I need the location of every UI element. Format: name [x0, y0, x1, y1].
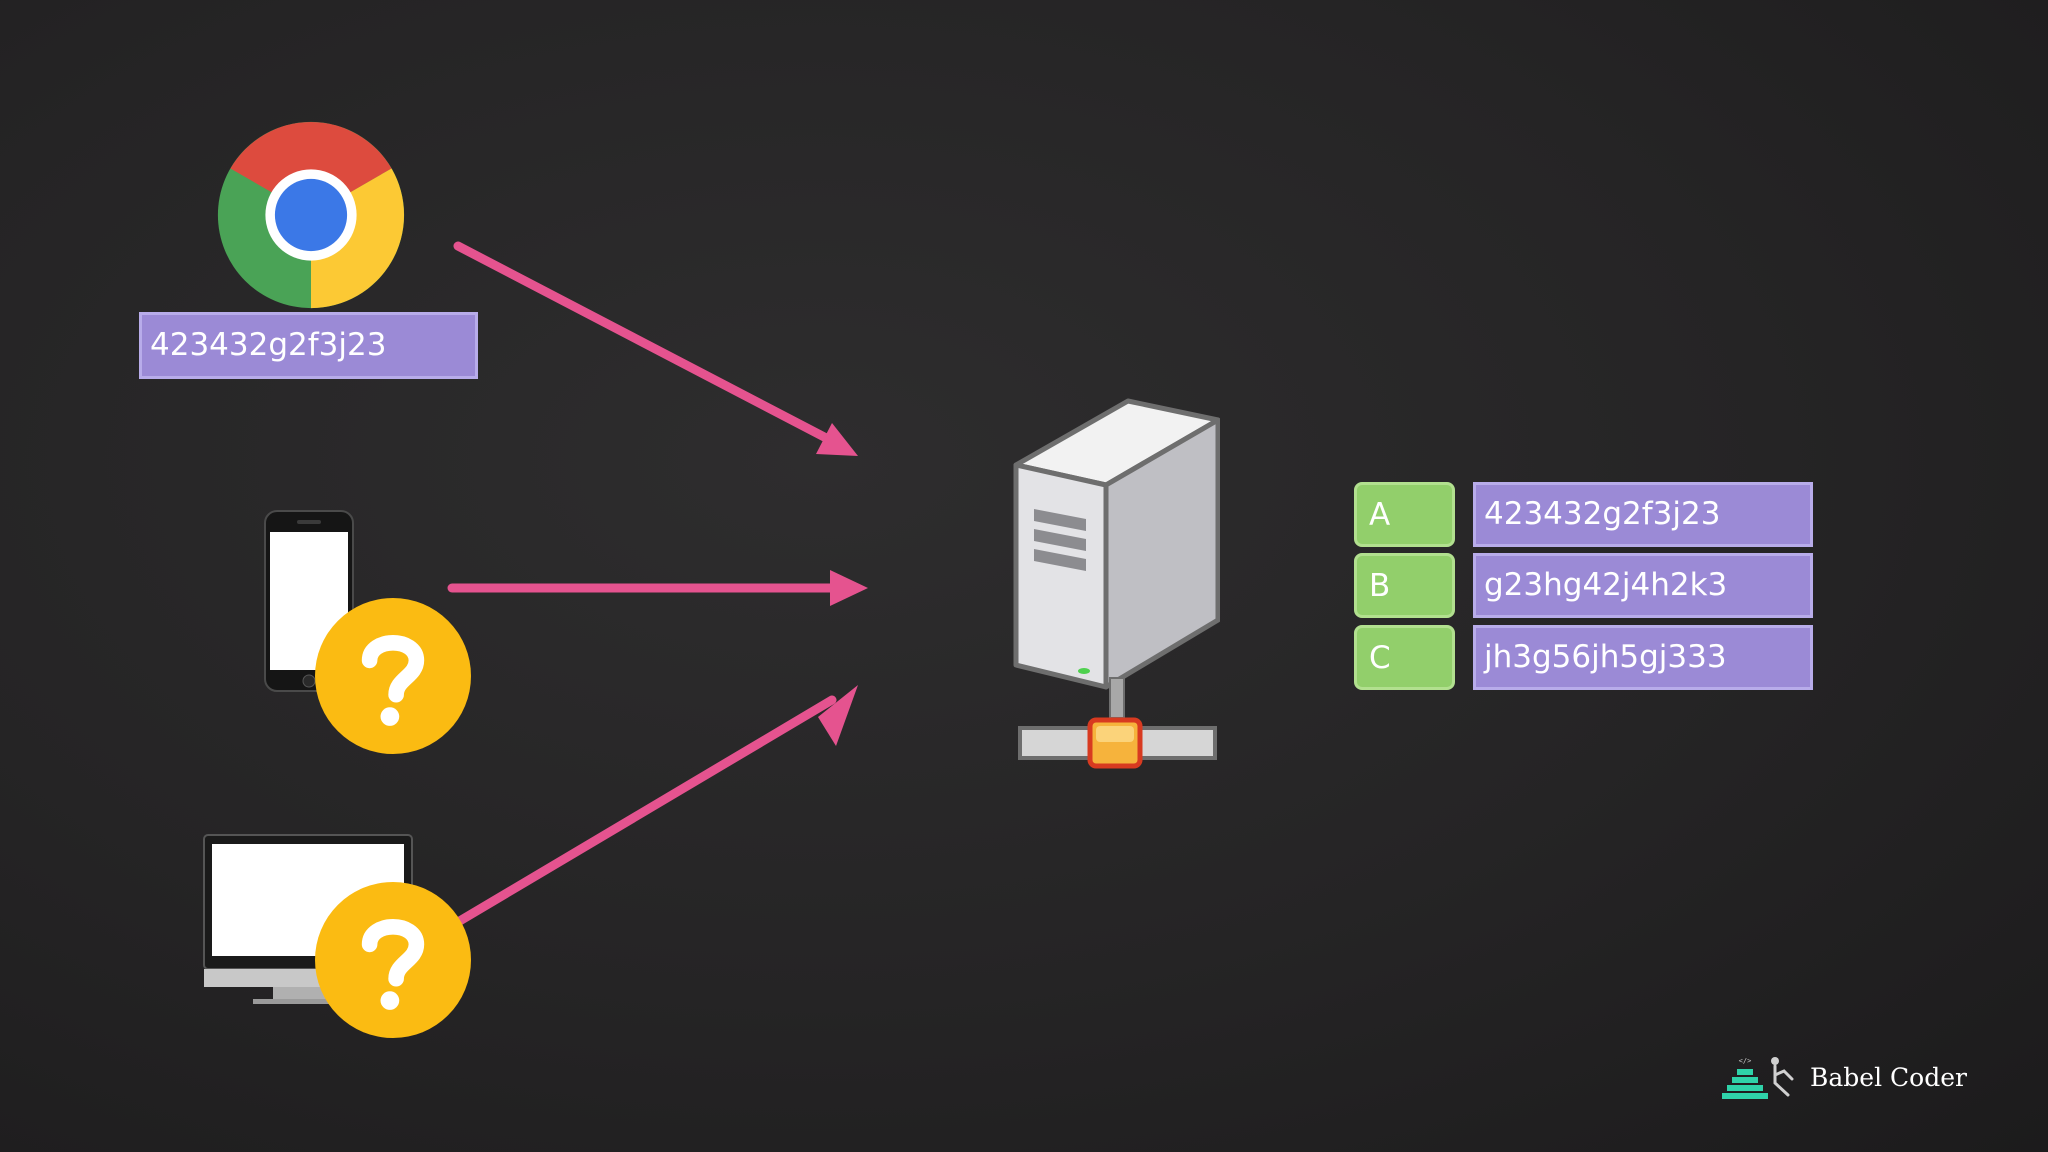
session-key-a: A [1354, 482, 1455, 547]
unknown-token-desktop-icon [315, 882, 471, 1038]
session-token-b: g23hg42j4h2k3 [1473, 553, 1813, 618]
arrow-phone-to-server [447, 570, 868, 606]
chrome-token-box: 423432g2f3j23 [139, 312, 478, 379]
arrow-desktop-to-server [453, 685, 858, 927]
svg-text:</>: </> [1739, 1057, 1752, 1065]
session-key-c: C [1354, 625, 1455, 690]
session-token-a: 423432g2f3j23 [1473, 482, 1813, 547]
smartphone-icon [264, 510, 354, 692]
unknown-token-phone-icon [315, 598, 471, 754]
brand-name: Babel Coder [1810, 1062, 1967, 1092]
session-key-b: B [1354, 553, 1455, 618]
babel-coder-logo-icon: </> [1722, 1057, 1794, 1099]
session-token-c: jh3g56jh5gj333 [1473, 625, 1813, 690]
server-icon [1013, 398, 1220, 769]
brand-watermark: </> Babel Coder [1720, 1052, 1967, 1102]
arrow-chrome-to-server [453, 241, 858, 456]
chrome-icon [217, 121, 405, 309]
